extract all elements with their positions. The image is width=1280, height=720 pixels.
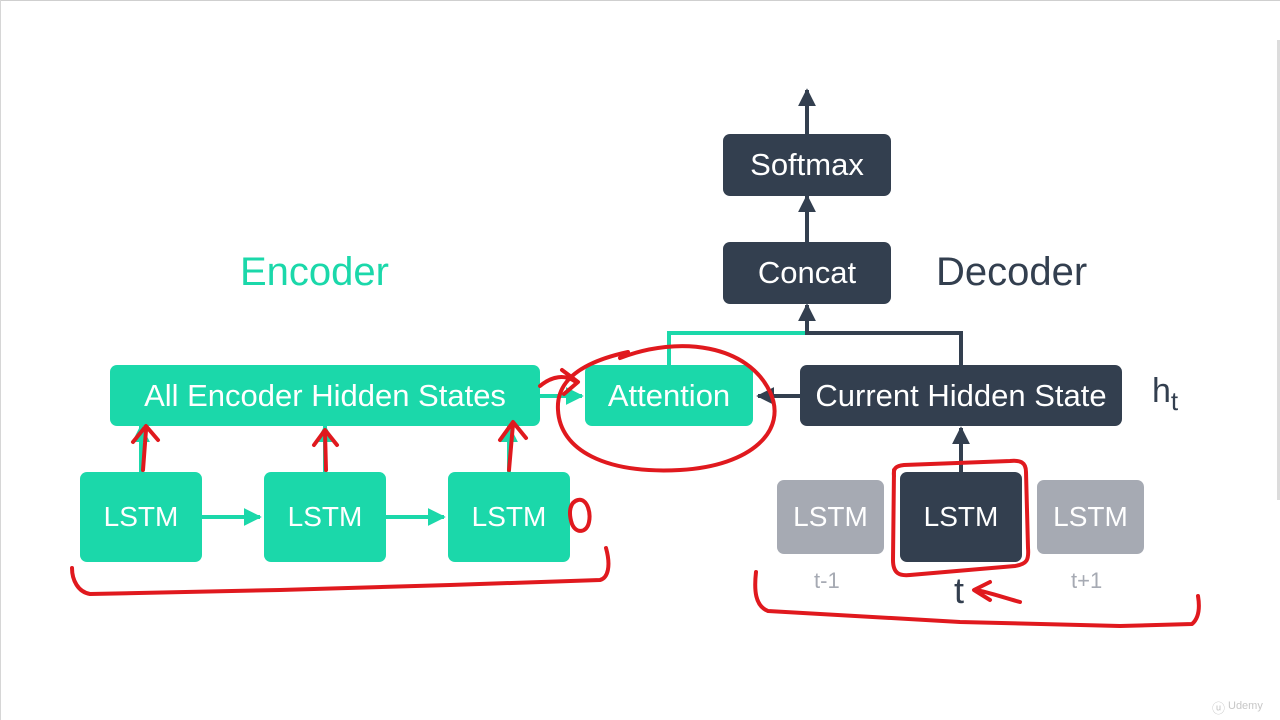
softmax-box: Softmax xyxy=(723,134,891,196)
all-encoder-hidden-states-box: All Encoder Hidden States xyxy=(110,365,540,426)
frame-left-border xyxy=(0,0,1,720)
decoder-lstm-label: LSTM xyxy=(1053,501,1128,532)
encoder-lstm-label: LSTM xyxy=(471,501,547,532)
encoder-lstm-label: LSTM xyxy=(287,501,363,532)
scrollbar-track xyxy=(1277,40,1280,500)
attention-to-concat-line xyxy=(667,331,805,365)
softmax-label: Softmax xyxy=(750,147,864,182)
ht-label: ht xyxy=(1152,372,1178,417)
encoder-lstm-cell: LSTM xyxy=(448,472,570,562)
attention-label: Attention xyxy=(607,377,731,413)
encoder-title: Encoder xyxy=(240,250,389,294)
concat-label: Concat xyxy=(757,255,857,290)
decoder-lstm-label: LSTM xyxy=(923,501,999,532)
time-label-prev: t-1 xyxy=(814,568,840,593)
ht-subscript: t xyxy=(1170,385,1179,416)
watermark-text: Udemy xyxy=(1228,700,1263,712)
decoder-lstm-cell-next: LSTM xyxy=(1037,480,1144,554)
concat-box: Concat xyxy=(723,242,891,304)
decoder-lstm-cell-prev: LSTM xyxy=(777,480,884,554)
all-encoder-hidden-states-label: All Encoder Hidden States xyxy=(144,377,506,413)
ht-base: h xyxy=(1152,372,1171,410)
udemy-logo-icon: ⓤ xyxy=(1212,701,1226,716)
encoder-lstm-cell: LSTM xyxy=(264,472,386,562)
time-label-current: t xyxy=(954,570,965,611)
encoder-lstm-label: LSTM xyxy=(103,501,179,532)
decoder-lstm-cell-current: LSTM xyxy=(900,472,1022,562)
encoder-lstm-cell: LSTM xyxy=(80,472,202,562)
attention-box: Attention xyxy=(585,365,753,426)
decoder-lstm-label: LSTM xyxy=(793,501,868,532)
time-label-next: t+1 xyxy=(1071,568,1103,593)
current-hidden-state-box: Current Hidden State xyxy=(800,365,1122,426)
current-hidden-state-label: Current Hidden State xyxy=(815,377,1107,413)
decoder-title: Decoder xyxy=(936,250,1088,294)
frame-top-border xyxy=(0,0,1280,1)
hidden-to-concat-line xyxy=(807,331,963,365)
